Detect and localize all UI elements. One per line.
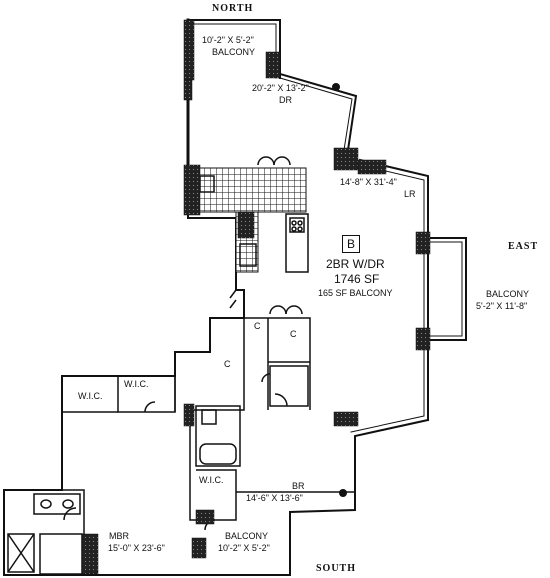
closet-2-label: C <box>290 329 297 339</box>
ceiling-fixtures <box>332 83 347 497</box>
wic-3-label: W.I.C. <box>199 475 224 485</box>
interior-walls <box>3 156 355 576</box>
closet-1-label: C <box>254 321 261 331</box>
structural-columns <box>81 19 431 575</box>
master-label: MBR <box>109 531 129 541</box>
unit-badge: B <box>342 235 360 253</box>
unit-type: 2BR W/DR <box>326 257 385 271</box>
living-label: LR <box>404 189 416 199</box>
south-balcony-label: BALCONY <box>225 531 269 541</box>
bedroom-label: BR <box>292 481 305 491</box>
south-balcony-dims: 10'-2" X 5'-2" <box>218 543 270 553</box>
unit-balcony-area: 165 SF BALCONY <box>318 288 393 298</box>
east-balcony-dims: 5'-2" X 11'-8" <box>476 301 528 311</box>
closet-3-label: C <box>224 359 231 369</box>
wic-2-label: W.I.C. <box>124 379 149 389</box>
living-dims: 14'-8" X 31'-4" <box>340 177 397 187</box>
compass-east: EAST <box>508 241 539 252</box>
compass-north: NORTH <box>212 3 254 14</box>
bedroom-dims: 14'-6" X 13'-6" <box>246 493 303 503</box>
unit-area: 1746 SF <box>334 272 380 286</box>
north-balcony-dims: 10'-2" X 5'-2" <box>202 35 254 45</box>
wic-1-label: W.I.C. <box>78 391 103 401</box>
north-balcony-label: BALCONY <box>212 47 256 57</box>
compass-south: SOUTH <box>316 563 357 574</box>
master-dims: 15'-0" X 23'-6" <box>108 543 165 553</box>
dining-dims: 20'-2" X 13'-2" <box>252 83 309 93</box>
exterior-walls <box>3 18 467 576</box>
east-balcony-label: BALCONY <box>486 289 530 299</box>
dining-label: DR <box>279 95 292 105</box>
